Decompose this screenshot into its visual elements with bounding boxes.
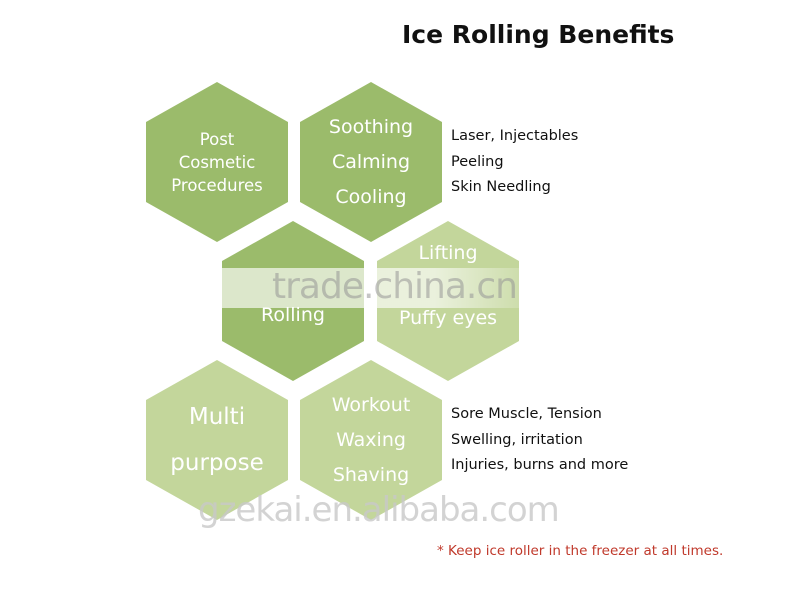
hex-line: Puffy eyes	[398, 307, 498, 329]
hex-line: purpose	[170, 450, 264, 476]
hex-line: Cooling	[335, 185, 407, 208]
note-item: Peeling	[451, 153, 504, 170]
watermark-band	[90, 268, 550, 308]
footnote: * Keep ice roller in the freezer at all …	[437, 543, 724, 559]
note-item: Injuries, burns and more	[451, 457, 629, 473]
hex-multi-purpose: Multi purpose	[146, 360, 288, 520]
hex-line: Multi	[188, 404, 246, 430]
hex-line: Post	[199, 129, 235, 149]
hex-line: Waxing	[336, 428, 406, 451]
hex-line: Cosmetic	[178, 152, 256, 172]
hex-post-cosmetic: Post Cosmetic Procedures	[146, 82, 288, 242]
note-item: Sore Muscle, Tension	[451, 406, 602, 422]
notes-top: Laser, Injectables Peeling Skin Needling	[451, 124, 578, 201]
hex-line: Procedures	[171, 175, 263, 195]
hex-soothing: Soothing Calming Cooling	[300, 82, 442, 242]
hex-workout: Workout Waxing Shaving	[300, 360, 442, 520]
note-item: Laser, Injectables	[451, 128, 579, 144]
hex-line: Shaving	[332, 463, 410, 486]
notes-bottom: Sore Muscle, Tension Swelling, irritatio…	[451, 402, 628, 479]
hex-line: Workout	[331, 393, 411, 416]
note-item: Skin Needling	[451, 179, 551, 195]
hex-line: Rolling	[261, 303, 325, 326]
page-title: Ice Rolling Benefits	[402, 20, 675, 49]
hex-line: Soothing	[328, 115, 414, 138]
hex-line: Calming	[331, 150, 411, 173]
hex-line: Lifting	[418, 242, 478, 264]
note-item: Swelling, irritation	[451, 431, 583, 448]
